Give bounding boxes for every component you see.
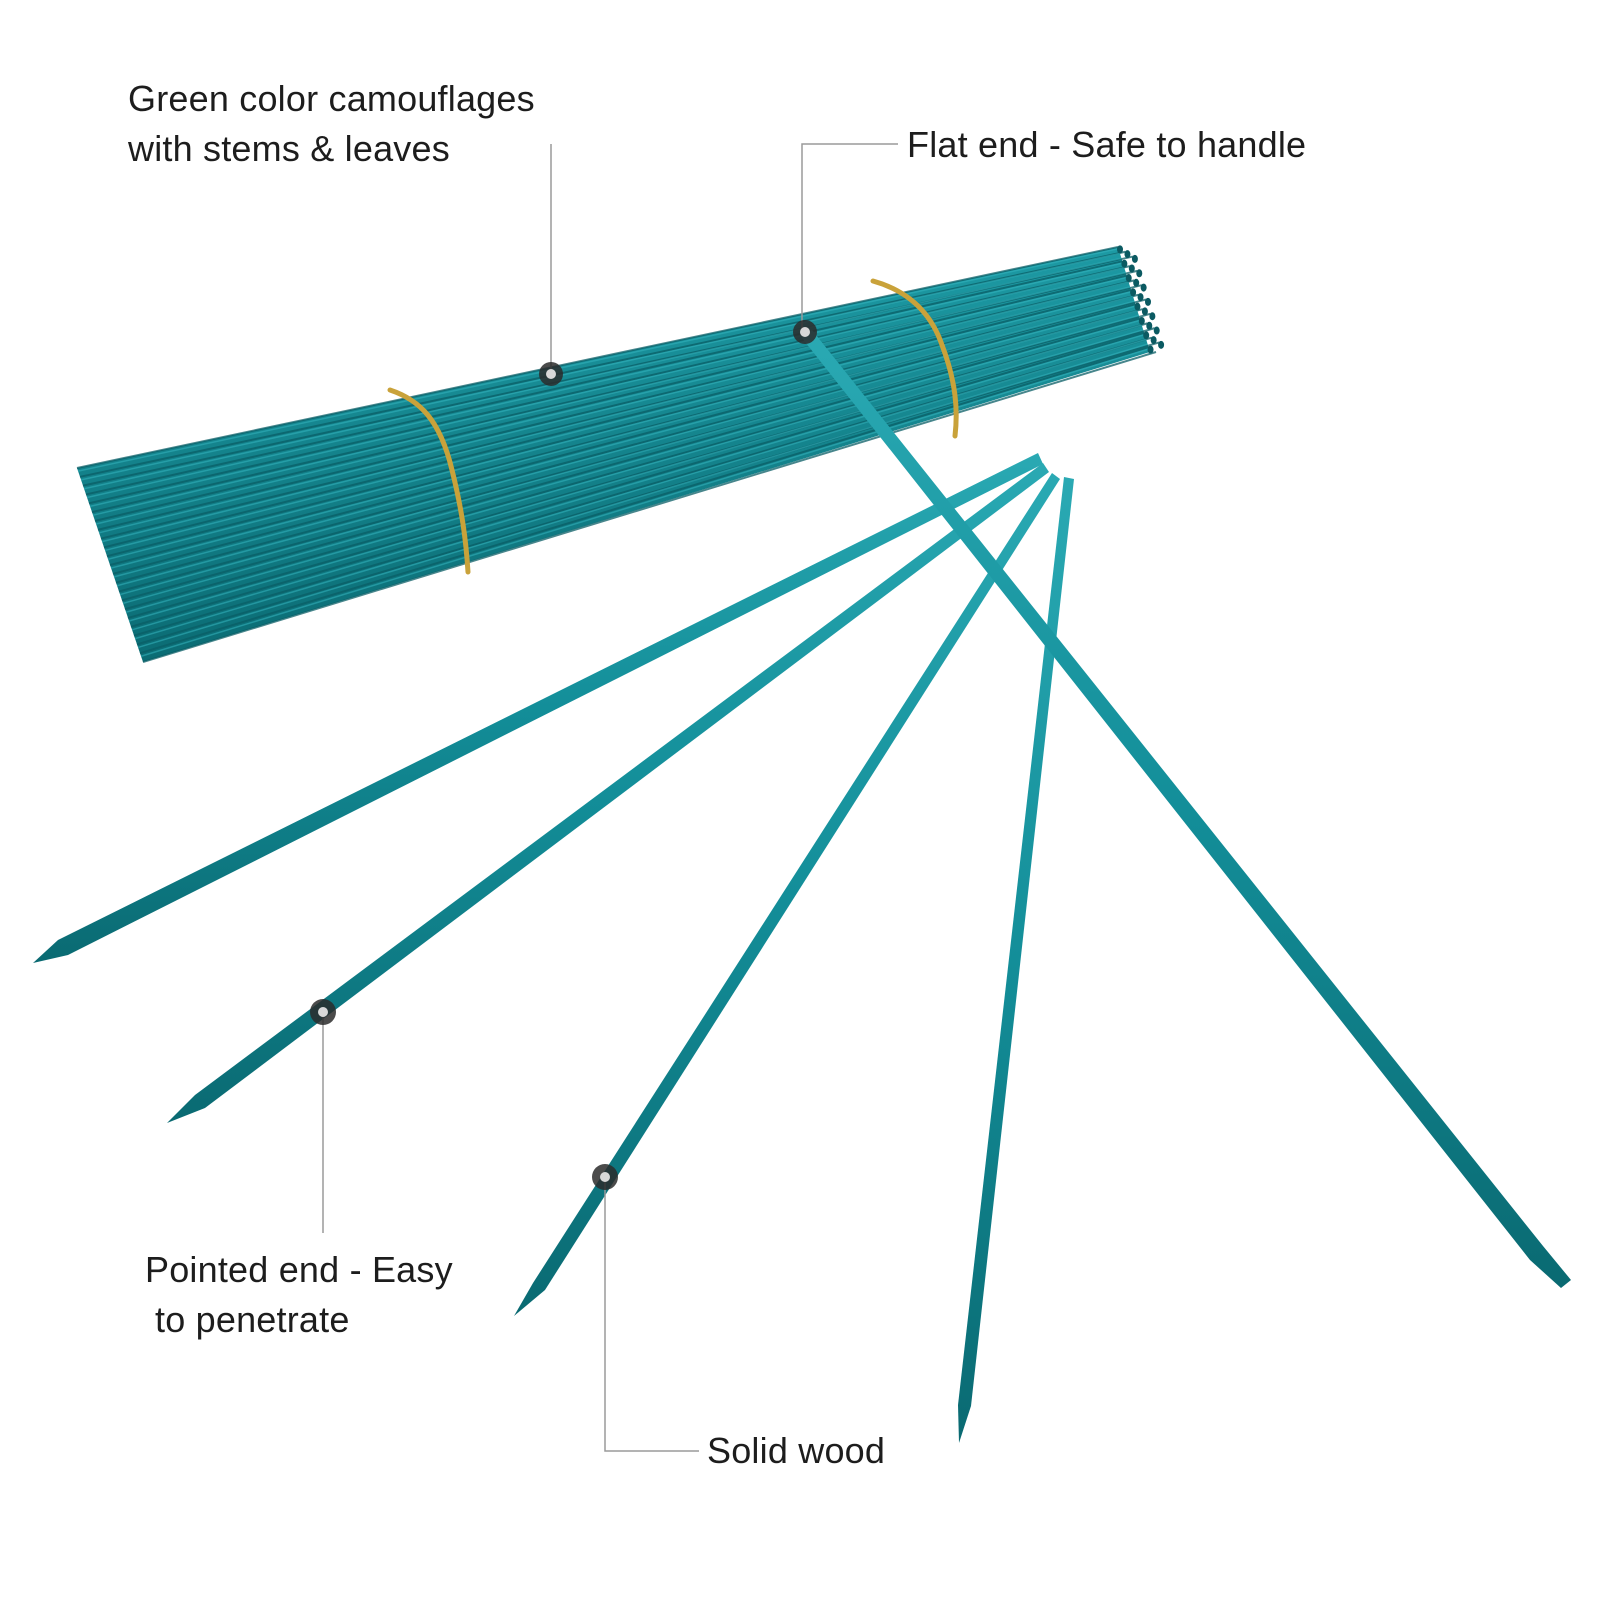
bundle-stick-end	[1147, 345, 1154, 354]
bundle-stick-line	[130, 331, 1145, 628]
bundle-stick-end	[1121, 259, 1128, 268]
bundle-stick-highlight	[137, 343, 1148, 649]
bundle-stick-end	[1141, 307, 1148, 316]
bundle-stick-line	[76, 246, 1119, 469]
bundle-stick-highlight	[80, 252, 1121, 481]
callout-green-line1: Green color camouflages	[128, 78, 535, 119]
stake-5	[802, 330, 1571, 1288]
bundle-stick-highlight	[77, 247, 1119, 472]
bundle-stick-highlights	[77, 247, 1150, 657]
bundle-stick-end	[1146, 321, 1153, 330]
bundle-stick-end	[1117, 245, 1123, 254]
bundle-stick-end	[1153, 326, 1160, 335]
bundle-stick-line	[136, 341, 1160, 646]
rubber-band-left	[387, 387, 471, 575]
bundle-stick-line	[121, 317, 1141, 602]
bundle-stick-end	[1130, 288, 1137, 297]
bundle-stick-lines	[76, 246, 1160, 663]
leader-flat	[801, 143, 898, 329]
bundle-stick-line	[139, 346, 1149, 655]
bundle-stick-line	[88, 265, 1131, 505]
bundle-stick-end	[1143, 331, 1150, 340]
bundle-stick-highlight	[95, 276, 1128, 525]
marker-flat	[793, 320, 817, 344]
bundle-stick-line	[106, 293, 1139, 558]
stake-2	[167, 463, 1049, 1123]
bundle-stick-highlight	[134, 338, 1147, 640]
bundle-stick-end	[1128, 264, 1135, 273]
callout-green-line2: with stems & leaves	[128, 128, 450, 169]
callout-flat-end: Flat end - Safe to handle	[907, 120, 1306, 170]
bundle-stick-highlight	[104, 290, 1132, 552]
bundle-stick-ends	[1117, 245, 1165, 354]
bundle-stick-line	[97, 279, 1135, 531]
stake-3	[514, 473, 1060, 1316]
leader-lines	[322, 143, 898, 1452]
bundle-stick-line	[94, 274, 1127, 522]
bundle-stick-end	[1158, 340, 1165, 349]
bundle-stick-highlight	[113, 305, 1137, 578]
bundle-stick-highlight	[119, 314, 1140, 596]
bundle-stick-end	[1145, 297, 1151, 306]
bundle-stick-end	[1140, 283, 1147, 292]
bundle-stick-end	[1134, 302, 1141, 311]
callout-flat-text: Flat end - Safe to handle	[907, 124, 1307, 165]
bundle-stick-end	[1136, 269, 1143, 278]
marker-green	[539, 362, 563, 386]
bundle-stick-highlight	[101, 286, 1131, 543]
bundle-stick-highlight	[83, 257, 1122, 490]
bundle-stick-end	[1149, 312, 1156, 321]
callout-pointed-line2: to penetrate	[155, 1299, 350, 1340]
bundle-stick-highlight	[110, 300, 1135, 569]
bundle-stick-line	[142, 351, 1157, 663]
stake-1	[33, 453, 1043, 963]
callout-solid-text: Solid wood	[707, 1430, 886, 1471]
bundle-stick-line	[79, 250, 1126, 478]
bundle-stick-end	[1137, 293, 1144, 302]
markers	[310, 320, 817, 1190]
bundle-stick-end	[1131, 254, 1138, 263]
bundle-stick-highlight	[86, 262, 1124, 499]
bundle-stick-highlight	[92, 271, 1126, 516]
rubber-band-right	[870, 278, 959, 439]
bundle-stick-highlight	[128, 329, 1144, 622]
callout-green-color: Green color camouflages with stems & lea…	[128, 74, 535, 174]
bundle-stick-end	[1138, 316, 1145, 325]
marker-solid	[592, 1164, 618, 1190]
bundle-stick-line	[103, 288, 1132, 549]
bundle-stick-highlight	[131, 333, 1145, 631]
stake-4	[958, 477, 1074, 1443]
loose-stakes	[33, 330, 1571, 1443]
bundle-stick-end	[1133, 278, 1140, 287]
callout-pointed-line1: Pointed end - Easy	[145, 1249, 453, 1290]
bundle-stick-line	[85, 260, 1123, 496]
bundle-stick-highlight	[98, 281, 1129, 534]
bundle-stick-line	[127, 327, 1155, 619]
callout-solid-wood: Solid wood	[707, 1426, 885, 1476]
bundle-stick-end	[1125, 274, 1132, 283]
bundle-stick-highlight	[89, 267, 1125, 508]
callout-pointed-end: Pointed end - Easy to penetrate	[145, 1245, 453, 1345]
marker-pointed	[310, 999, 336, 1025]
leader-solid	[604, 1180, 699, 1452]
bundle-stick-line	[112, 303, 1136, 575]
bundle-stick-end	[1124, 250, 1131, 259]
stake-bundle	[76, 245, 1165, 663]
bundle-stick-end	[1150, 336, 1157, 345]
bundle-stick-highlight	[125, 324, 1142, 613]
bundle-stick-highlight	[122, 319, 1141, 605]
bundle-stick-highlight	[140, 348, 1150, 657]
bundle-stick-highlight	[116, 309, 1138, 587]
bundle-stick-highlight	[107, 295, 1134, 560]
